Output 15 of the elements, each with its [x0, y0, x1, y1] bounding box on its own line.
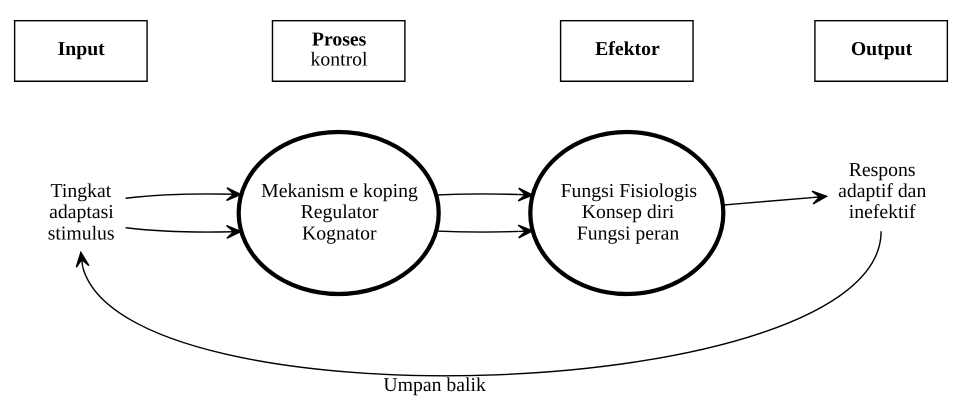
arrow: [436, 224, 533, 239]
node-ellipse: Fungsi Fisiologis Konsep diri Fungsi peran: [528, 130, 725, 296]
node-box: Output: [814, 20, 948, 82]
arrow: [436, 187, 533, 202]
node-ellipse: Mekanism e koping Regulator Kognator: [236, 130, 440, 296]
node-text: Tingkat adaptasi stimulus: [47, 180, 114, 244]
arrow: [124, 187, 241, 202]
node-text: Respons adaptif dan inefektif: [838, 158, 926, 224]
arrow: [124, 224, 241, 239]
arrow: [75, 231, 882, 376]
edge-label: Umpan balik: [382, 374, 486, 396]
node-box: Efektor: [559, 20, 694, 82]
arrow: [722, 190, 827, 206]
node-box: Proses kontrol: [271, 20, 406, 82]
node-box: Input: [13, 20, 148, 82]
